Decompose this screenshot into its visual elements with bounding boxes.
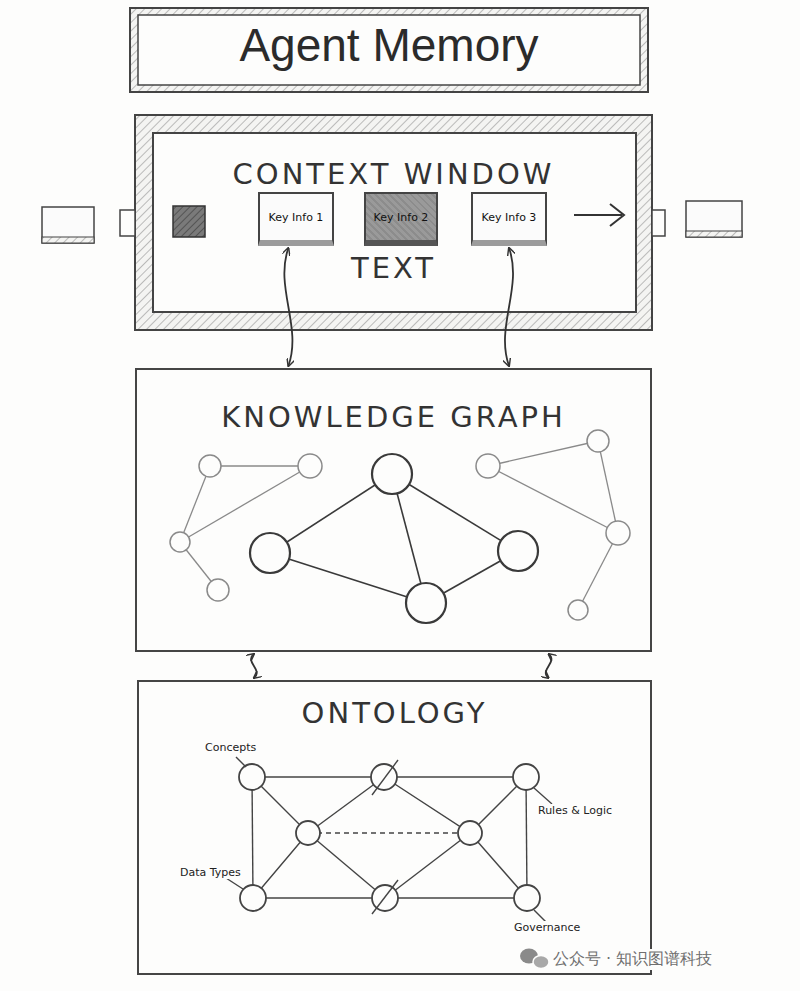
context-window-panel: CONTEXT WINDOW TEXT Key Info 1 Key Info 2 Ke… (135, 115, 652, 330)
title-frame (130, 8, 648, 92)
box-label: Key Info 1 (269, 211, 324, 224)
panel-heading: ONTOLOGY (139, 696, 650, 730)
watermark-icon (520, 949, 549, 969)
box-label: Key Info 3 (482, 211, 537, 224)
panel-heading: KNOWLEDGE GRAPH (137, 400, 650, 434)
double-arrow (505, 248, 513, 366)
watermark: 公众号 · 知识图谱科技 (552, 949, 713, 970)
diagram-title: Agent Memory (130, 18, 648, 72)
graph-picture (170, 430, 630, 623)
callout-label: Concepts (204, 741, 257, 754)
callout-label: Rules & Logic (537, 804, 613, 817)
double-arrow (284, 248, 292, 366)
callout-label: Data Types (179, 866, 242, 879)
double-arrow (251, 654, 257, 678)
context-frame (42, 115, 742, 330)
knowledge-graph-panel: KNOWLEDGE GRAPH (135, 368, 652, 652)
panel-heading: CONTEXT WINDOW (135, 157, 652, 191)
ontology-picture (226, 757, 552, 922)
key-info-box: Key Info 1 (258, 192, 334, 246)
box-label: Key Info 2 (374, 211, 429, 224)
callout-label: Governance (513, 921, 581, 934)
panel-body: TEXT (135, 251, 652, 285)
double-arrow (546, 654, 552, 678)
key-info-box: Key Info 3 (471, 192, 547, 246)
key-info-box: Key Info 2 (364, 192, 438, 246)
